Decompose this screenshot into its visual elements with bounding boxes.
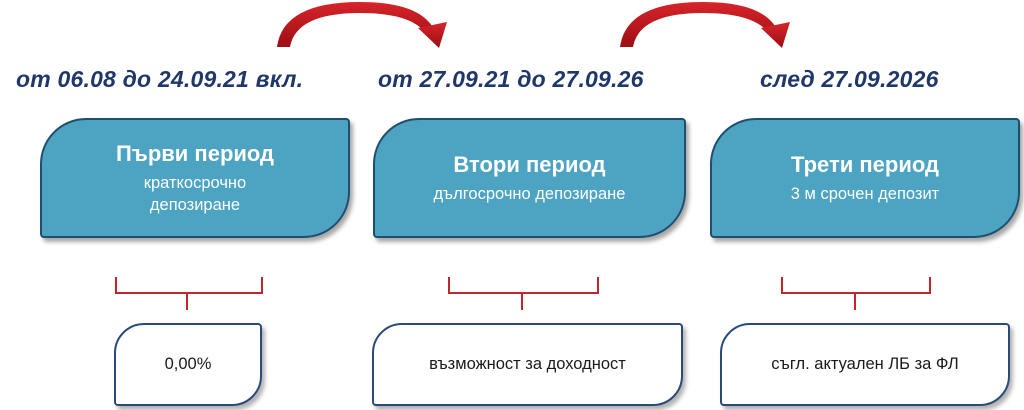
period-1-result: 0,00% [114, 323, 262, 406]
curved-arrow-icon [620, 2, 790, 48]
period-3-title: Трети период [791, 152, 939, 177]
period-1-title: Първи период [115, 141, 275, 166]
brace-icon [781, 277, 931, 310]
period-2-title: Втори период [453, 152, 606, 177]
period-3-subtitle-line1: 3 м срочен депозит [790, 185, 940, 203]
period-2-date: от 27.09.21 до 27.09.26 [378, 66, 644, 92]
period-2-subtitle-line1: дългосрочно депозиране [433, 185, 626, 203]
period-1-subtitle-line1: краткосрочно [143, 174, 247, 192]
brace-icon [115, 277, 263, 310]
period-1-box: Първи период краткосрочно депозиране [40, 118, 350, 238]
period-2-result-text: възможност за доходност [429, 355, 626, 373]
brace-icon [448, 277, 599, 310]
period-3-box: Трети период 3 м срочен депозит [710, 118, 1020, 238]
period-2-box: Втори период дългосрочно депозиране [373, 118, 686, 238]
period-2-result: възможност за доходност [372, 323, 683, 406]
period-3-result: съгл. актуален ЛБ за ФЛ [720, 323, 1010, 406]
period-3-result-text: съгл. актуален ЛБ за ФЛ [771, 355, 959, 373]
period-3-date: след 27.09.2026 [760, 66, 939, 92]
period-1-date: от 06.08 до 24.09.21 вкл. [16, 66, 304, 92]
curved-arrow-icon [277, 2, 447, 48]
period-1-result-text: 0,00% [164, 355, 212, 373]
period-1-subtitle-line2: депозиране [149, 196, 241, 214]
